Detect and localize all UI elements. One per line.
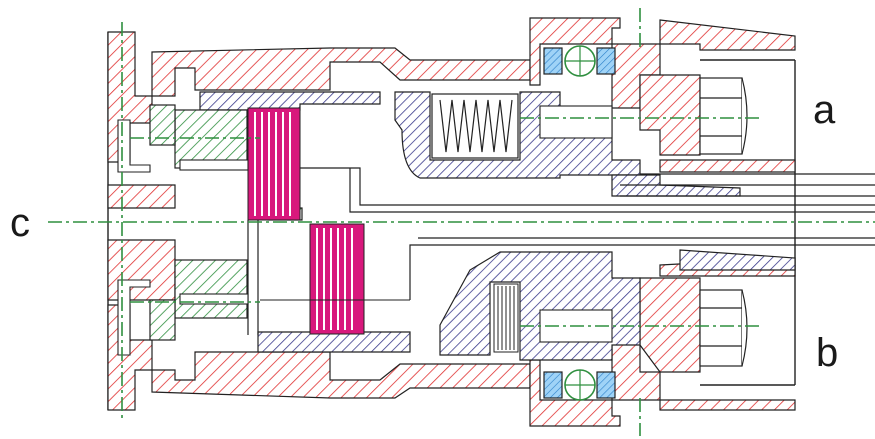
hex-nut-top (699, 77, 748, 155)
label-c: c (10, 201, 30, 245)
coil-spring (431, 93, 519, 159)
clutch-hub (149, 104, 363, 341)
right-sleeves (639, 19, 796, 411)
shaft-tubes (247, 167, 875, 335)
clutch-pack-lower (309, 223, 365, 335)
label-b: b (816, 331, 839, 375)
bearing-bottom (543, 369, 616, 401)
housing (151, 47, 531, 399)
label-a: a (813, 88, 836, 132)
disc-spring (493, 283, 519, 353)
bearing-top (543, 45, 616, 77)
hex-nut-bottom (699, 289, 748, 367)
centerlines (48, 8, 875, 436)
clutch-pack-upper (247, 107, 301, 221)
